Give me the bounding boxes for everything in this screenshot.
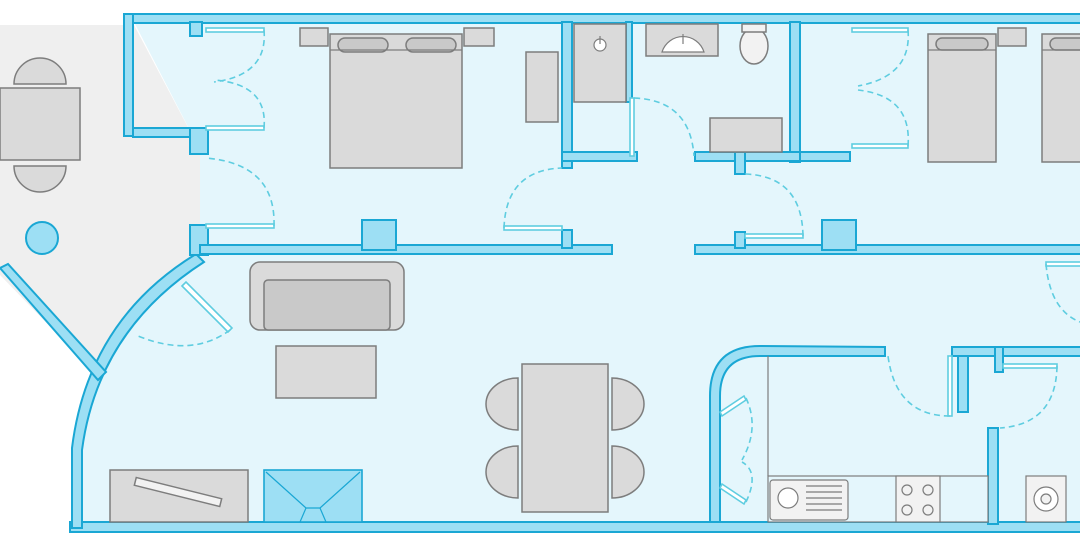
toilet-tank <box>741 23 767 33</box>
balcony-left-edge <box>0 262 108 382</box>
corridor-door-right[interactable] <box>744 173 804 239</box>
dining-chair-1 <box>485 377 519 431</box>
balcony-furniture <box>0 57 81 255</box>
dresser-icon <box>525 51 559 123</box>
single-bed-2-pillow <box>1049 37 1080 51</box>
kitchen-right-wall-top <box>951 346 1080 357</box>
bathtub-icon <box>709 117 783 153</box>
nightstand-right <box>463 27 495 47</box>
utility-fixtures <box>1025 475 1067 523</box>
utility-wall <box>987 427 999 525</box>
closet-door[interactable] <box>205 27 266 131</box>
bath-bottom-right <box>694 151 806 162</box>
balcony-door[interactable] <box>137 280 234 347</box>
cabinet-icon <box>109 469 249 523</box>
dining-chair-3 <box>611 377 645 431</box>
top-wall <box>123 13 1080 24</box>
closet-right-stub <box>189 127 209 155</box>
wall-stub-1 <box>561 229 573 249</box>
balcony-chair-top <box>13 57 67 85</box>
interior-walls <box>132 21 1080 525</box>
bath-bottom-stub <box>734 151 746 175</box>
closet-left-wall <box>123 13 134 137</box>
sink-bowl <box>777 487 799 509</box>
fireplace-lines <box>265 471 361 509</box>
apartment-floor <box>78 22 1080 532</box>
nightstand-left <box>299 27 329 47</box>
single-bed-2 <box>1041 33 1080 163</box>
drainboard <box>806 485 842 511</box>
cabinet-decor <box>133 476 223 508</box>
wall-stub-2 <box>734 231 746 249</box>
shower-icon <box>573 23 627 103</box>
left-curved-wall <box>71 252 206 529</box>
entry-door[interactable] <box>1045 261 1080 323</box>
dining-chair-4 <box>611 445 645 499</box>
single-bed-pillow <box>935 37 989 51</box>
balcony-chair-bottom <box>13 165 67 193</box>
cooktop-icon <box>895 475 941 523</box>
bed2-nightstand <box>997 27 1027 47</box>
coffee-table <box>275 345 377 399</box>
bath-left-wall <box>561 21 573 169</box>
bath-right-wall <box>789 21 801 163</box>
kitchen-curved-wall <box>709 344 886 523</box>
pillow-left <box>337 37 389 53</box>
dining-table <box>521 363 609 513</box>
balcony-table <box>0 87 81 161</box>
fireplace-icon <box>263 469 363 523</box>
pillow-right <box>405 37 457 53</box>
living-furniture <box>109 261 645 523</box>
plant-pot-icon <box>25 221 59 255</box>
utility-door[interactable] <box>999 363 1058 429</box>
bathroom-door[interactable] <box>629 97 695 157</box>
bottom-wall <box>69 521 1080 533</box>
corridor-wall-left <box>199 244 613 255</box>
closet-bottom-wall <box>132 127 194 138</box>
kitchen-door[interactable] <box>887 355 953 417</box>
utility-door-stub <box>994 346 1004 373</box>
master-bedroom-door[interactable] <box>205 157 275 229</box>
closet-top-stub <box>189 21 203 37</box>
bath-divider <box>625 21 633 103</box>
doors <box>137 27 1080 506</box>
dining-chair-2 <box>485 445 519 499</box>
corridor-wall-right <box>694 244 1080 255</box>
bedroom2-door[interactable] <box>851 27 910 149</box>
sink-icon <box>661 36 705 53</box>
single-bed-icon <box>927 33 997 163</box>
hall-door[interactable] <box>503 167 563 231</box>
double-bed-icon <box>329 33 463 169</box>
wall-pillar-1 <box>361 219 397 251</box>
bath-bottom-left <box>561 151 638 162</box>
master-bedroom-furniture <box>299 27 559 169</box>
kitchen-fixtures <box>767 356 989 523</box>
sofa-seat <box>263 279 391 331</box>
outer-walls <box>0 13 1080 533</box>
second-bedroom-furniture <box>927 27 1080 163</box>
bedroom2-bottom-stub <box>799 151 851 162</box>
pantry-door[interactable] <box>718 394 753 506</box>
kitchen-inner-stub <box>957 355 969 413</box>
toilet-icon <box>739 27 769 65</box>
wall-pillar-2 <box>821 219 857 251</box>
bathroom-fixtures <box>573 23 783 153</box>
